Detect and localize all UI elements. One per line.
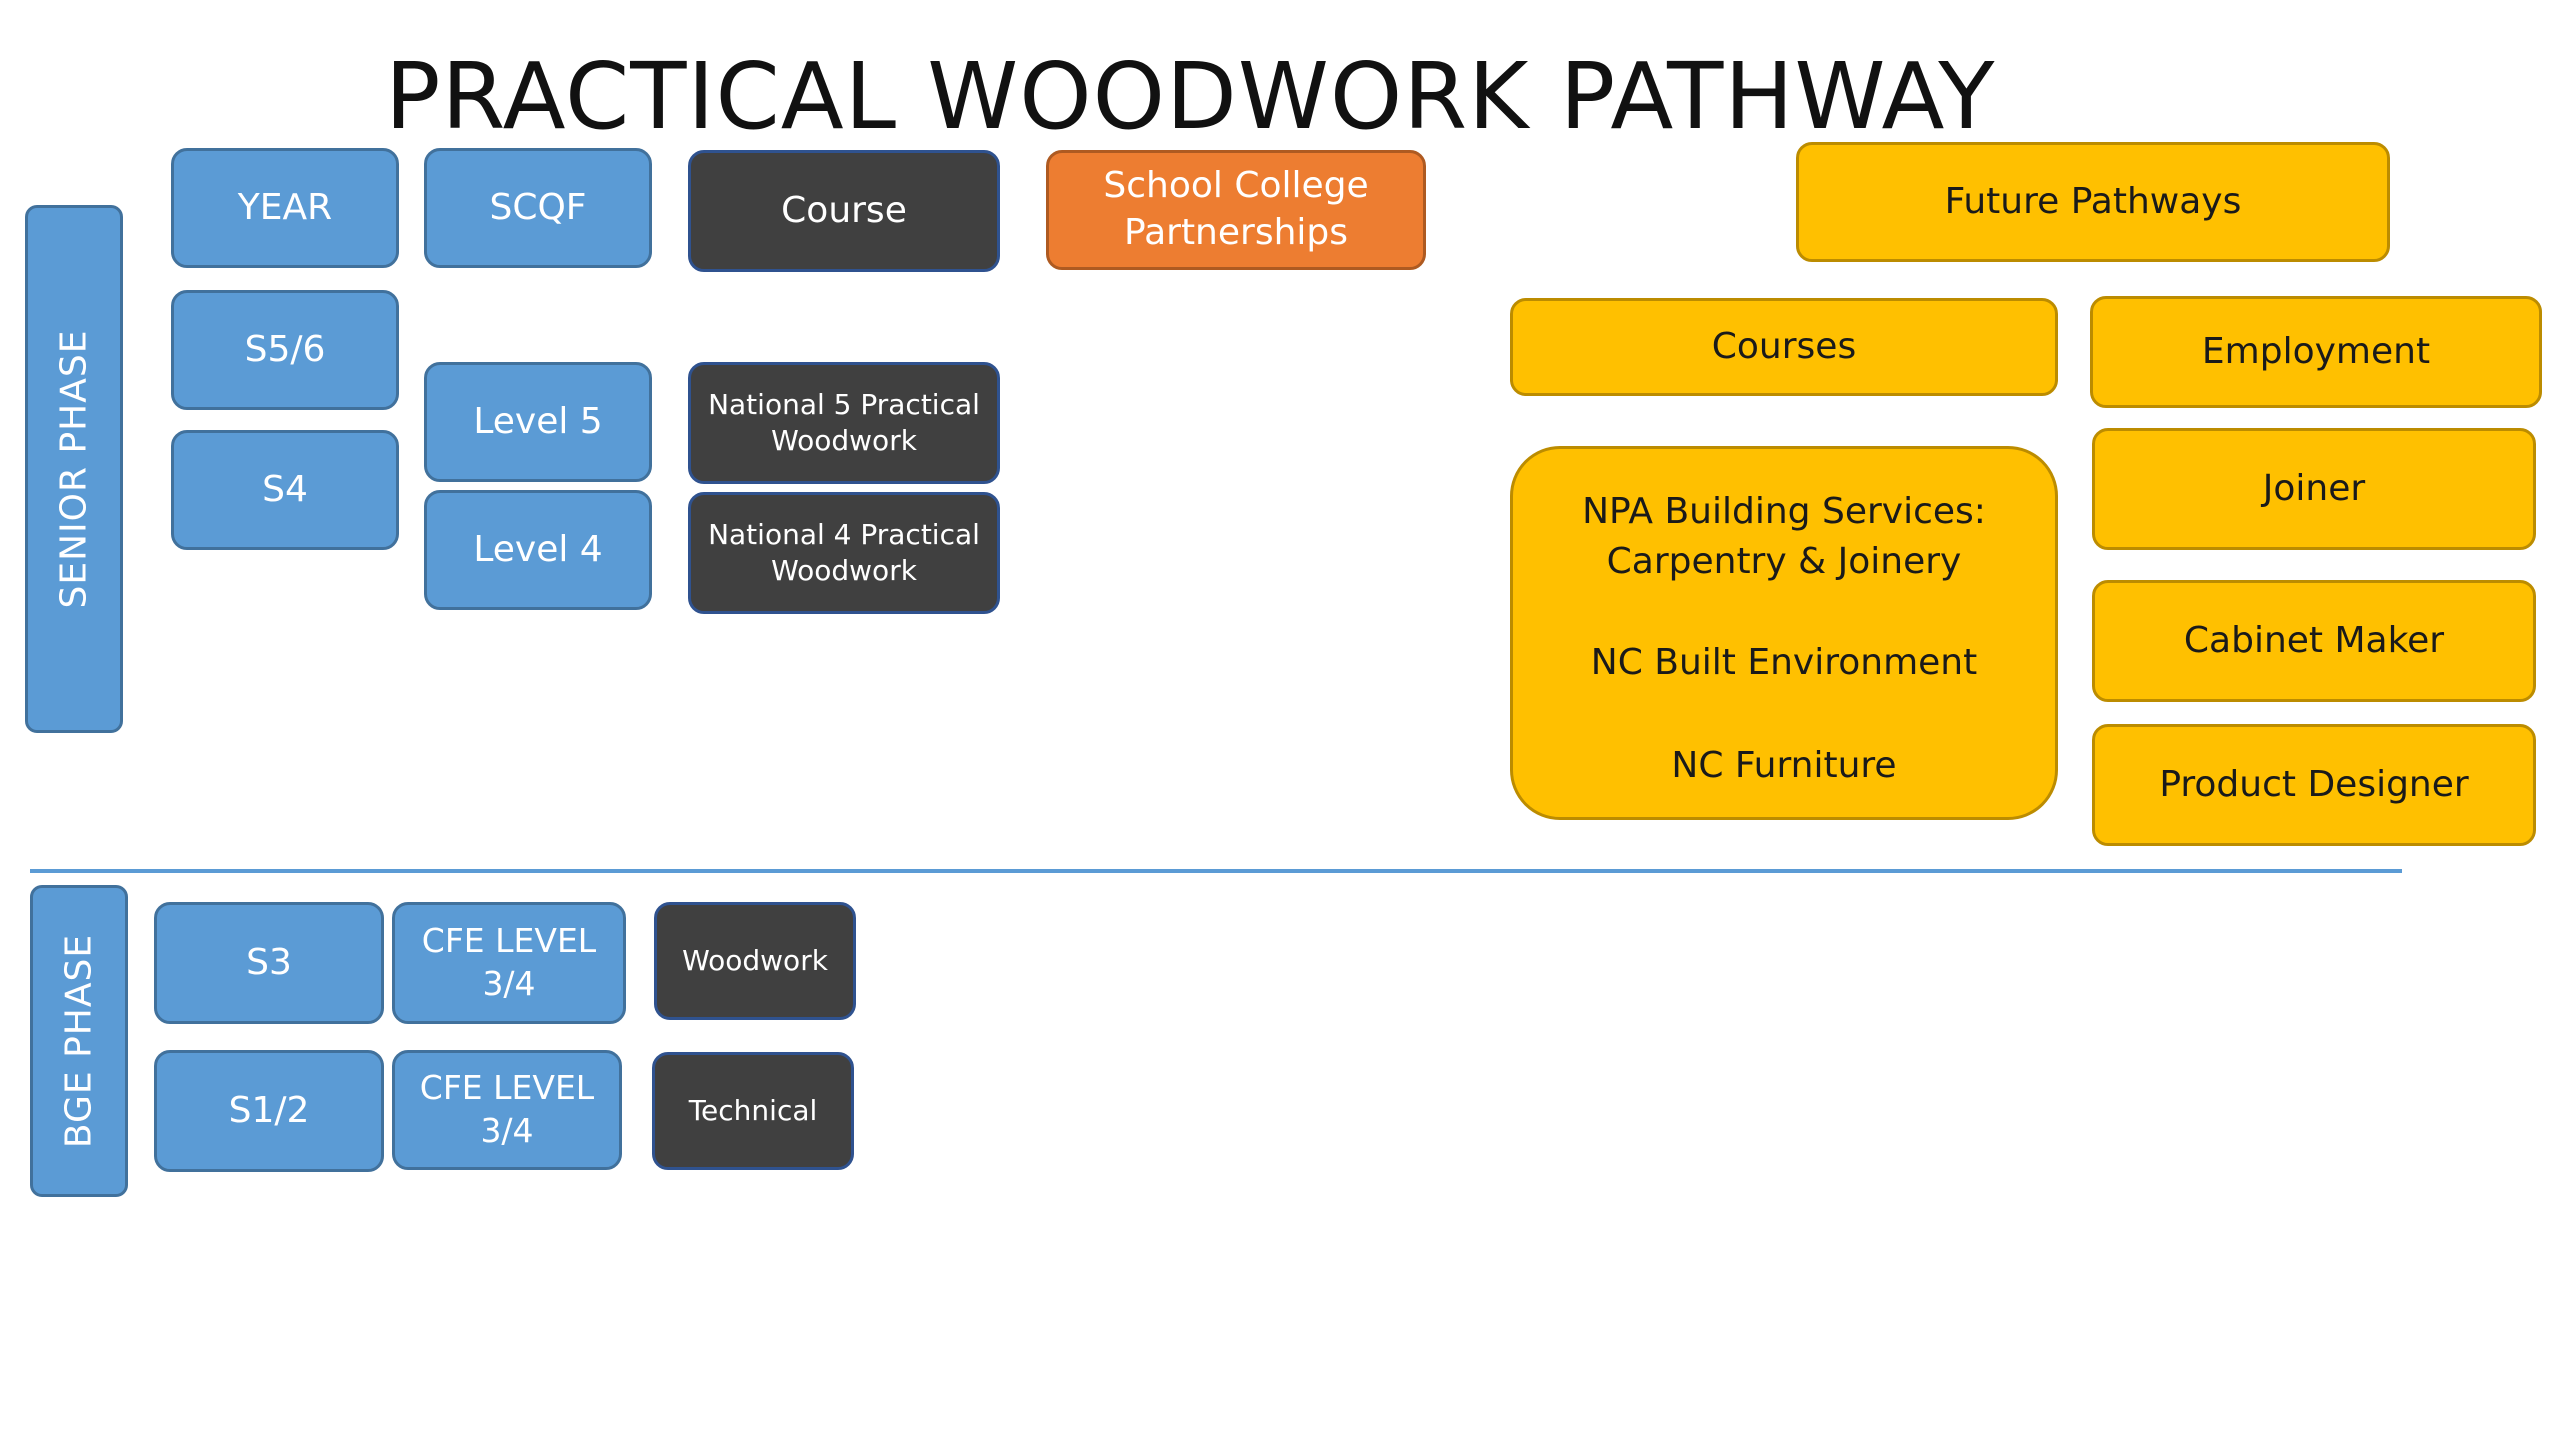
scqf-level-5: Level 5	[424, 362, 652, 482]
job-product-designer: Product Designer	[2092, 724, 2536, 846]
course-national-5: National 5 Practical Woodwork	[688, 362, 1000, 484]
course-national-4: National 4 Practical Woodwork	[688, 492, 1000, 614]
senior-phase-label: SENIOR PHASE	[25, 205, 123, 733]
course-nc-furniture: NC Furniture	[1671, 744, 1897, 786]
future-course-list: NPA Building Services: Carpentry & Joine…	[1510, 446, 2058, 820]
cfe-level-3-4-s3: CFE LEVEL 3/4	[392, 902, 626, 1024]
cfe-level-3-4-s1-2: CFE LEVEL 3/4	[392, 1050, 622, 1170]
job-joiner: Joiner	[2092, 428, 2536, 550]
school-college-partnerships-header: School College Partnerships	[1046, 150, 1426, 270]
job-cabinet-maker: Cabinet Maker	[2092, 580, 2536, 702]
scqf-level-4: Level 4	[424, 490, 652, 610]
future-pathways-header: Future Pathways	[1796, 142, 2390, 262]
course-npa-building-services: NPA Building Services: Carpentry & Joine…	[1582, 491, 1986, 583]
course-nc-built-environment: NC Built Environment	[1590, 641, 1978, 683]
page-title: PRACTICAL WOODWORK PATHWAY	[385, 43, 1996, 150]
year-s1-2: S1/2	[154, 1050, 384, 1172]
future-employment-header: Employment	[2090, 296, 2542, 408]
course-woodwork: Woodwork	[654, 902, 856, 1020]
year-s3: S3	[154, 902, 384, 1024]
bge-phase-label: BGE PHASE	[30, 885, 128, 1197]
phase-divider	[30, 869, 2402, 873]
scqf-header: SCQF	[424, 148, 652, 268]
bge-phase-text: BGE PHASE	[58, 933, 100, 1149]
year-s5-6: S5/6	[171, 290, 399, 410]
future-courses-header: Courses	[1510, 298, 2058, 396]
senior-phase-text: SENIOR PHASE	[53, 329, 95, 609]
year-s4: S4	[171, 430, 399, 550]
course-header: Course	[688, 150, 1000, 272]
course-technical: Technical	[652, 1052, 854, 1170]
year-header: YEAR	[171, 148, 399, 268]
